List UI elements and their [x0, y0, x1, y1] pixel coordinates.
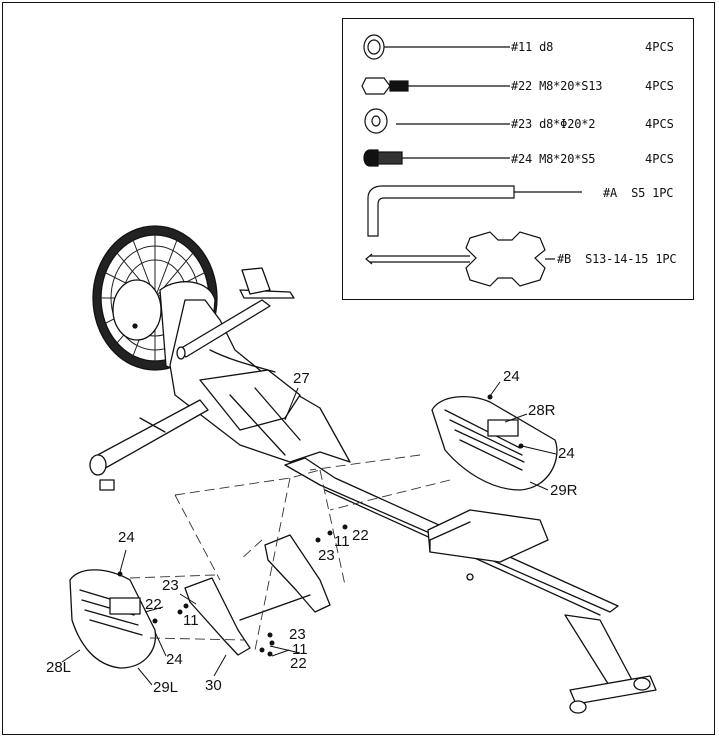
callout-29R: 29R — [550, 482, 578, 499]
callout-29L: 29L — [153, 679, 179, 696]
callout-24-left: 24 — [118, 529, 135, 546]
flat-washer-icon — [364, 108, 510, 134]
callout-22-bottom: 22 — [290, 655, 307, 672]
fan-wheel-icon — [92, 225, 218, 371]
part-qty-24: 4PCS — [645, 152, 674, 166]
button-head-screw-icon — [363, 149, 510, 167]
callout-30: 30 — [205, 677, 222, 694]
callout-23-mid: 23 — [318, 547, 335, 564]
callout-24-top: 24 — [503, 368, 520, 385]
part-label-11: #11 d8 — [511, 40, 554, 54]
callout-28L: 28L — [46, 659, 72, 676]
hardware-parts-box — [342, 18, 694, 300]
part-qty-11: 4PCS — [645, 40, 674, 54]
part-qty-22: 4PCS — [645, 79, 674, 93]
callout-22-left: 22 — [145, 596, 162, 613]
callout-27: 27 — [293, 370, 310, 387]
part-label-A: #A S5 1PC — [603, 186, 674, 200]
combo-wrench-icon — [365, 231, 555, 287]
part-label-22: #22 M8*20*S13 — [511, 79, 603, 93]
callout-11-mid: 11 — [334, 533, 350, 550]
allen-wrench-icon — [367, 185, 582, 237]
part-label-23: #23 d8*Φ20*2 — [511, 117, 596, 131]
callout-23-bottom: 23 — [289, 626, 306, 643]
part-qty-23: 4PCS — [645, 117, 674, 131]
part-label-B: #B S13-14-15 1PC — [557, 252, 677, 266]
callout-11-bottom: 11 — [292, 641, 308, 658]
callout-23-left: 23 — [162, 577, 179, 594]
callout-24-lower: 24 — [166, 651, 183, 668]
callout-28R: 28R — [528, 402, 556, 419]
callout-22-mid: 22 — [352, 527, 369, 544]
hex-bolt-icon — [361, 77, 510, 95]
spring-washer-icon — [363, 34, 510, 60]
callout-24-right: 24 — [558, 445, 575, 462]
callout-11-left: 11 — [183, 612, 199, 629]
part-label-24: #24 M8*20*S5 — [511, 152, 596, 166]
